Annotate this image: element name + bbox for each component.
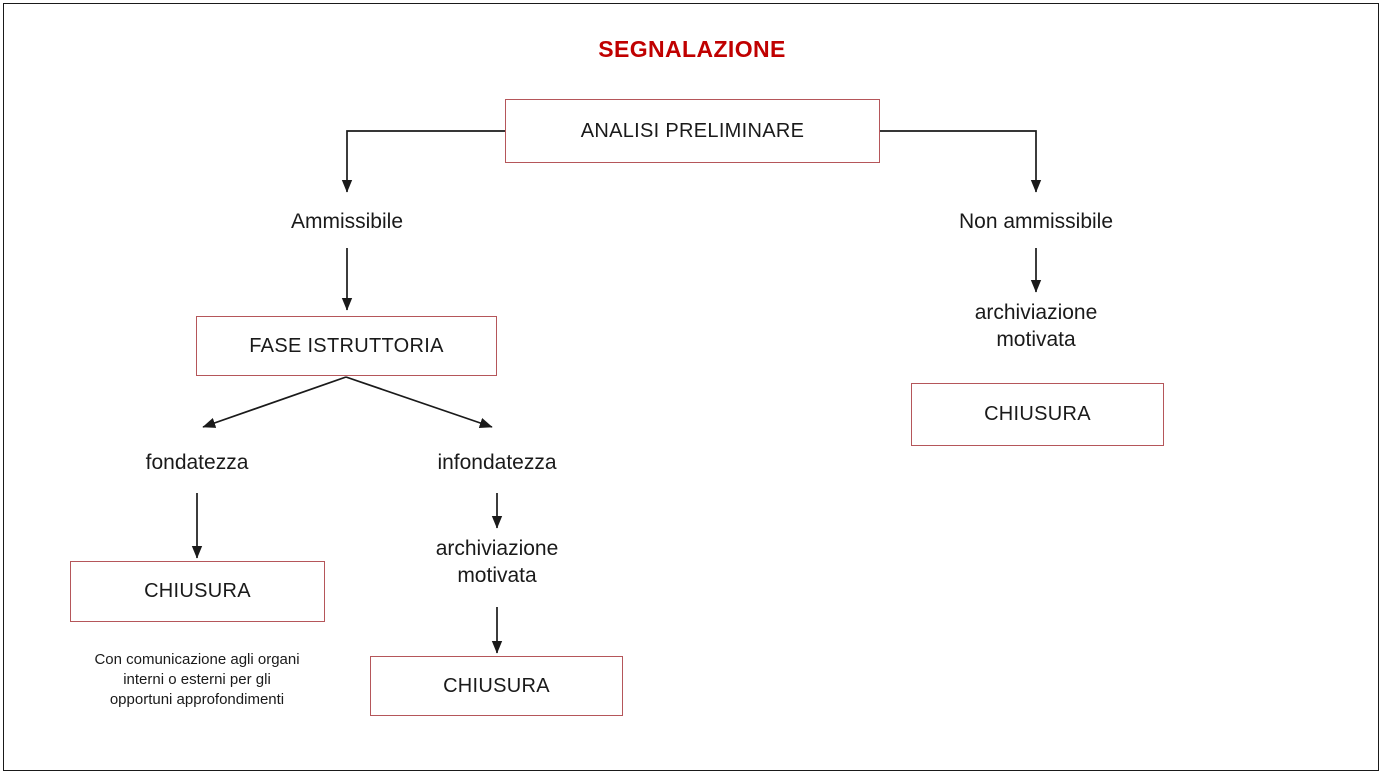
node-analisi-preliminare[interactable]: ANALISI PRELIMINARE [505,99,880,163]
label-infondatezza: infondatezza [437,451,557,474]
node-chiusura-left[interactable]: CHIUSURA [70,561,325,622]
label-non-ammissibile: Non ammissibile [958,210,1114,233]
label-archiviazione-motivata-middle: archiviazione motivata [435,537,559,587]
note-chiusura-left: Con comunicazione agli organi interni o … [94,651,300,708]
diagram-title: SEGNALAZIONE [598,36,786,62]
node-chiusura-left-label: CHIUSURA [144,580,251,602]
label-fondatezza: fondatezza [145,451,249,474]
node-chiusura-middle[interactable]: CHIUSURA [370,656,623,716]
node-fase-istruttoria-label: FASE ISTRUTTORIA [249,334,444,357]
label-archiviazione-motivata-right: archiviazione motivata [974,301,1098,351]
node-chiusura-right[interactable]: CHIUSURA [911,383,1164,446]
node-chiusura-middle-label: CHIUSURA [443,674,550,697]
node-analisi-preliminare-label: ANALISI PRELIMINARE [580,119,805,142]
node-fase-istruttoria[interactable]: FASE ISTRUTTORIA [196,316,497,376]
label-ammissibile: Ammissibile [290,210,403,233]
node-chiusura-right-label: CHIUSURA [984,403,1091,425]
